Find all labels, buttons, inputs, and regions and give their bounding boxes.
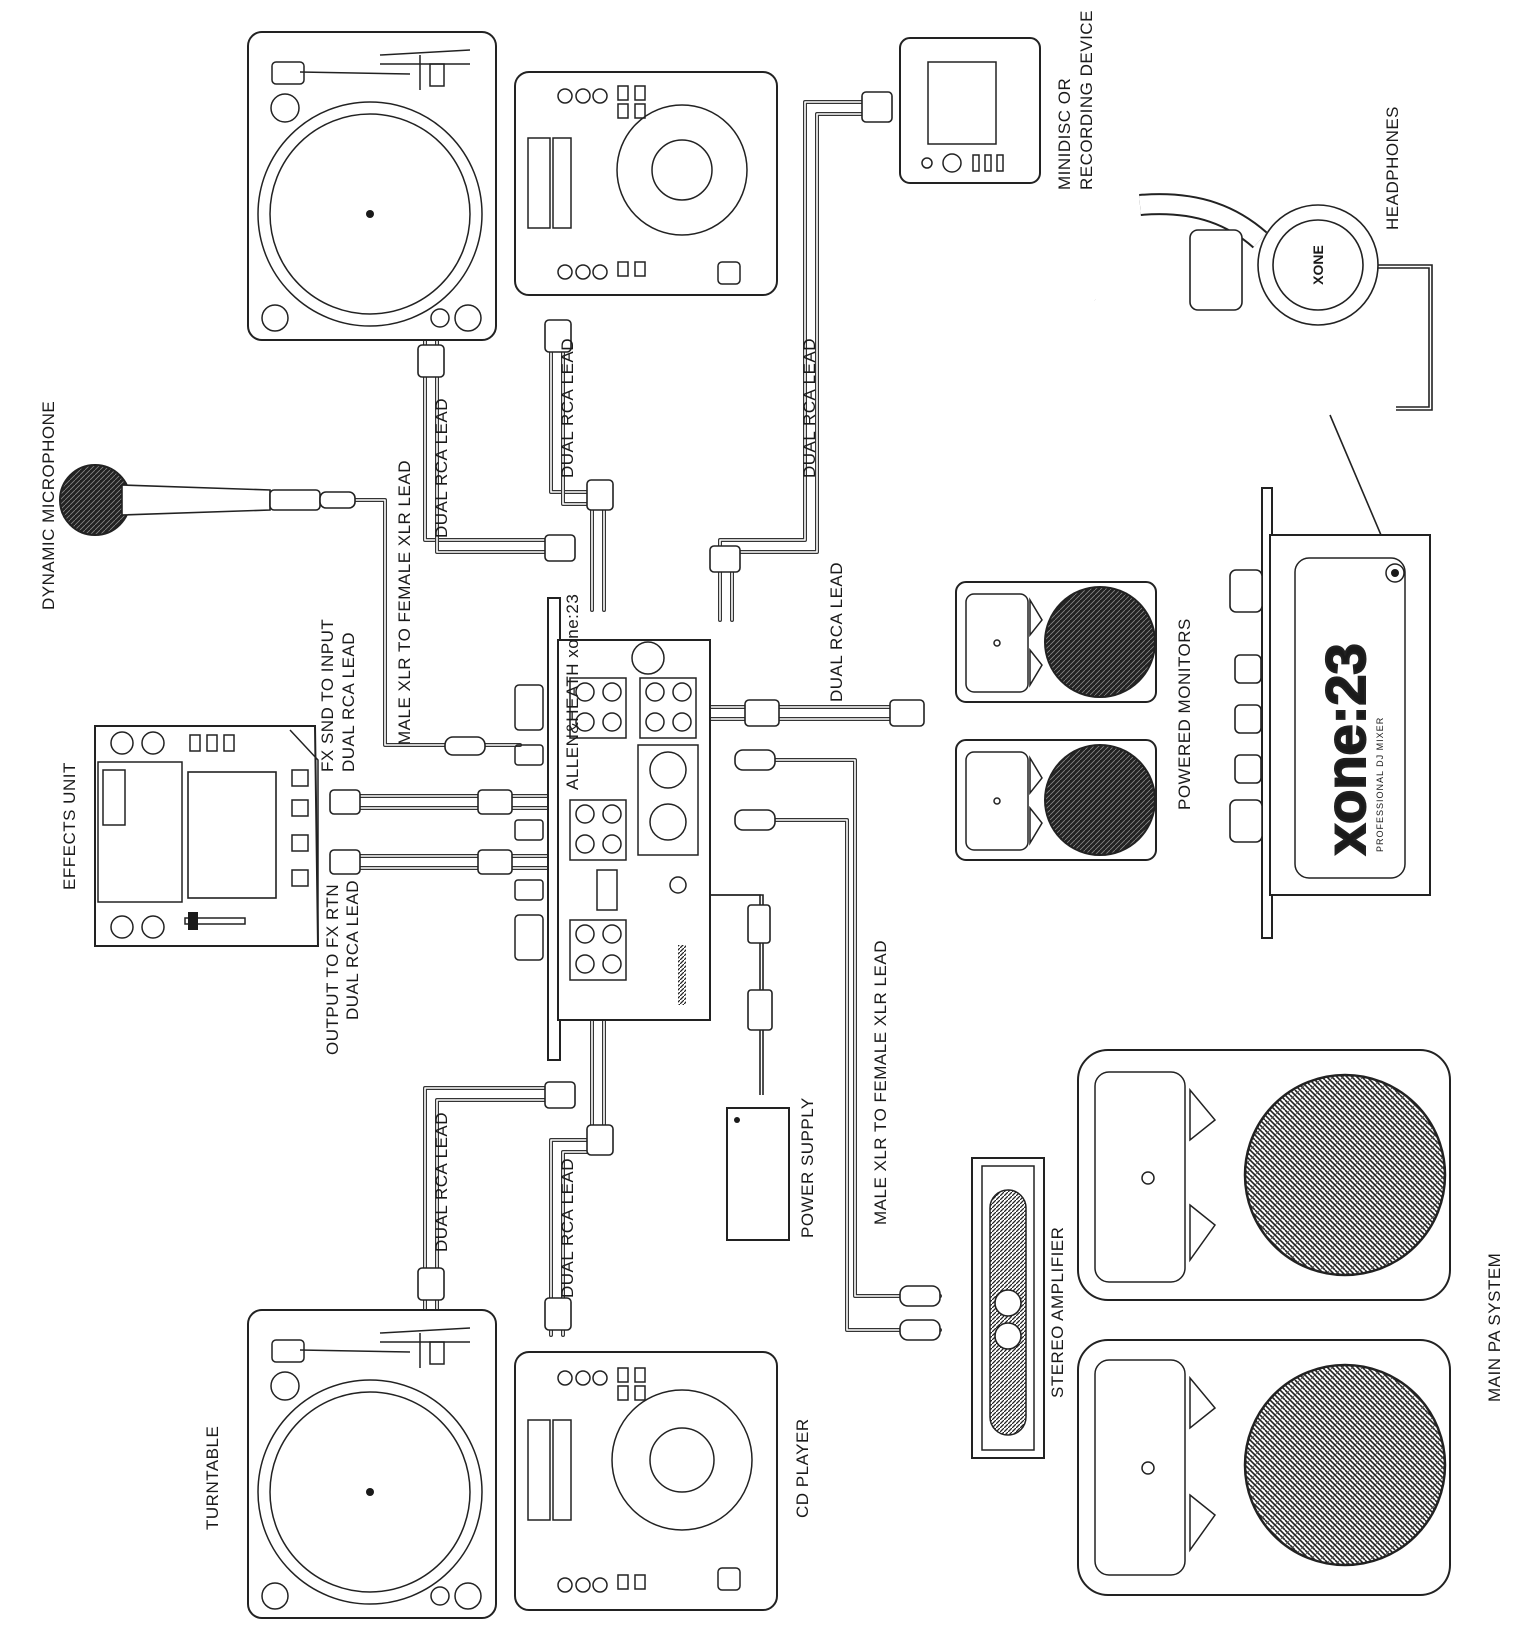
label-xlr-amp-lead: MALE XLR TO FEMALE XLR LEAD [871,940,890,1225]
cd-player-top [514,71,778,296]
mixer-subtitle: PROFESSIONAL DJ MIXER [1375,717,1385,852]
turntable-top [247,31,497,341]
label-main-pa: MAIN PA SYSTEM [1485,1253,1504,1402]
label-mic-lead: MALE XLR TO FEMALE XLR LEAD [395,460,414,745]
powered-monitor-1 [955,581,1157,703]
headphone-brand: XONE [1310,245,1326,285]
label-rca-rec: DUAL RCA LEAD [800,338,819,478]
label-power-supply: POWER SUPPLY [798,1097,817,1238]
label-rca-cd1: DUAL RCA LEAD [558,338,577,478]
turntable-bottom [247,1309,497,1619]
label-stereo-amplifier: STEREO AMPLIFIER [1048,1227,1067,1398]
powered-monitor-2 [955,739,1157,861]
label-effects-unit: EFFECTS UNIT [60,762,79,890]
recording-device [899,37,1041,184]
connector-plugs [329,91,941,1341]
main-pa-speaker-1 [1077,1049,1451,1301]
label-rca-monitors: DUAL RCA LEAD [827,562,846,702]
label-powered-monitors: POWERED MONITORS [1175,618,1194,810]
label-fx-rtn: OUTPUT TO FX RTN [323,884,342,1055]
headphones-icon: XONE [1075,193,1379,326]
mixer-logo: xone:23 [1314,643,1377,855]
label-rca-cd2: DUAL RCA LEAD [558,1158,577,1298]
label-turntable: TURNTABLE [203,1426,222,1530]
rca-block [569,799,627,861]
label-minidisc-1: MINIDISC OR [1055,78,1074,190]
label-rca-tt2: DUAL RCA LEAD [432,1112,451,1252]
mixer-rear-logo: ALLEN&HEATH xone:23 [563,594,582,790]
rca-block [639,677,697,739]
label-minidisc-2: RECORDING DEVICE [1077,10,1096,190]
label-fx-snd-lead: DUAL RCA LEAD [339,632,358,772]
labels: DYNAMIC MICROPHONE EFFECTS UNIT FX SND T… [39,10,1504,1530]
main-pa-speaker-2 [1077,1339,1451,1596]
dynamic-microphone-icon [59,464,356,536]
label-dynamic-microphone: DYNAMIC MICROPHONE [39,401,58,610]
mixer-rear-panel: ALLEN&HEATH xone:23 [514,594,711,1061]
label-fx-rtn-lead: DUAL RCA LEAD [343,880,362,1020]
effects-unit [94,725,320,947]
cd-player-bottom [514,1351,778,1611]
power-supply [726,1107,790,1241]
label-headphones: HEADPHONES [1383,106,1402,230]
label-rca-tt1: DUAL RCA LEAD [432,398,451,538]
label-fx-snd: FX SND TO INPUT [318,619,337,772]
label-cd-player: CD PLAYER [793,1418,812,1518]
rca-block [569,677,627,739]
rca-block [569,919,627,981]
xone23-mixer: xone:23 PROFESSIONAL DJ MIXER [1229,487,1431,939]
stereo-amplifier [971,1157,1045,1459]
